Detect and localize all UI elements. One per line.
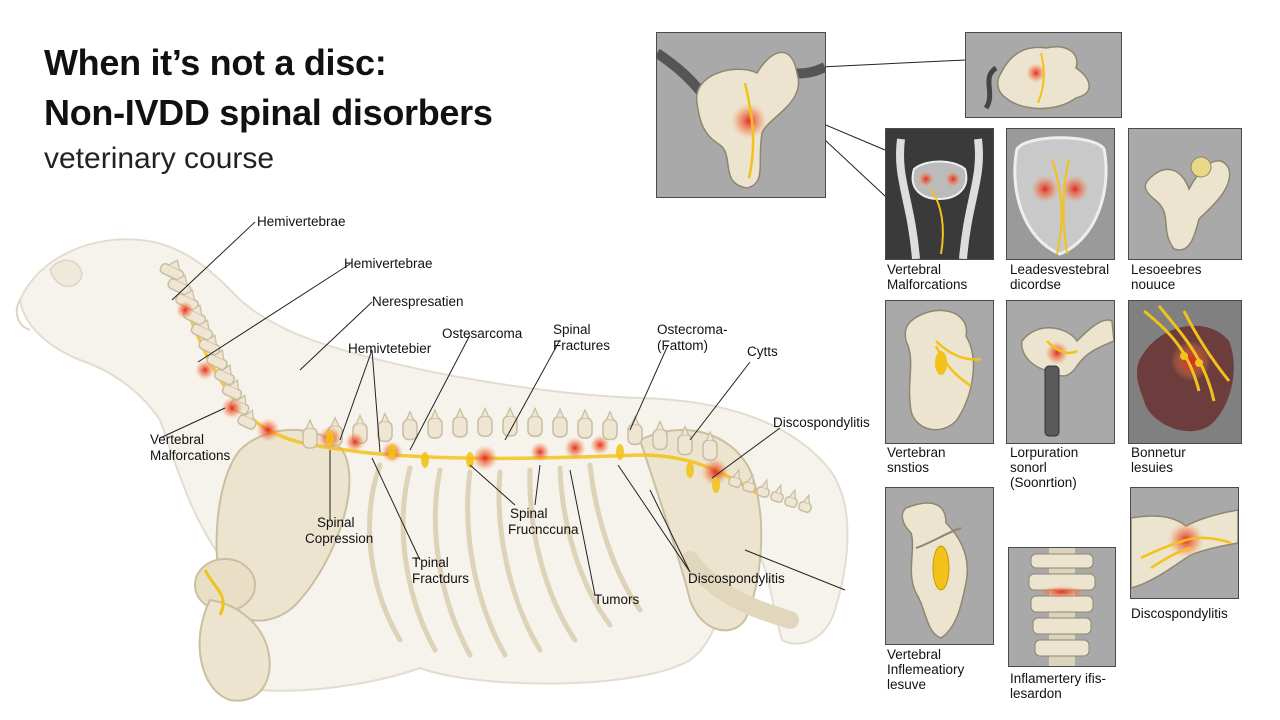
lesion-markers <box>176 301 729 493</box>
page-title: When it’s not a disc: Non-IVDD spinal di… <box>44 38 493 138</box>
nerve-root <box>466 452 474 468</box>
vertebra <box>742 473 756 493</box>
dog-ear <box>49 259 83 288</box>
nerve-root <box>326 430 334 446</box>
label-tumors: Tumors <box>594 592 640 607</box>
caption-panel-8: Inflamertery ifis-lesardon <box>1010 671 1107 701</box>
inset-lumbar-section <box>1006 300 1115 444</box>
vertebra <box>728 468 742 488</box>
rib-cage <box>367 462 643 658</box>
vertebra <box>756 478 770 498</box>
lesion-glow <box>195 360 215 380</box>
lesion-glow <box>701 458 729 486</box>
label-osteoma: Ostecroma-(Fattom) <box>657 322 728 353</box>
inset-xray-disorder <box>1006 128 1115 260</box>
inset-vertebra-stenosis <box>885 300 994 444</box>
vertebra <box>206 349 228 371</box>
vertebra <box>784 488 798 508</box>
label-hemivertebrae-2: Hemivertebrae <box>344 256 433 271</box>
label-cysts: Cytts <box>747 344 778 359</box>
vertebra <box>552 407 568 438</box>
inset-vertebra-lesion-small <box>965 32 1122 118</box>
vertebra <box>577 408 593 439</box>
label-discospondylitis-2: Discospondylitis <box>688 571 785 586</box>
nerve-root <box>388 444 396 460</box>
vertebra <box>402 410 418 441</box>
vertebra <box>602 410 618 441</box>
lesion-glow <box>530 442 550 462</box>
label-hemivertebrae-1: Hemivertebrae <box>257 214 346 229</box>
nerve-root <box>421 452 429 468</box>
lesion-glow <box>176 301 194 319</box>
vertebra <box>427 408 443 439</box>
lesion-glow <box>256 418 280 442</box>
lesion-glow <box>472 445 498 471</box>
femur-bone <box>198 598 271 702</box>
lesion-glow <box>590 435 610 455</box>
title-line-1: When it’s not a disc: <box>44 42 387 83</box>
lesion-glow <box>345 432 365 452</box>
leader-lines <box>159 59 966 596</box>
lesion-glow <box>564 437 586 459</box>
label-hemivertebier: Hemivtetebier <box>348 341 432 356</box>
inset-vertebra-lesion-large <box>656 32 826 198</box>
vertebra <box>502 406 518 437</box>
label-discospondylitis-1: Discospondylitis <box>773 415 870 430</box>
title-line-2: Non-IVDD spinal disorbers <box>44 92 493 133</box>
inset-nerve-lesions <box>1128 300 1242 444</box>
inset-discospondylitis <box>1130 487 1239 599</box>
vertebra <box>452 407 468 438</box>
dog-snout <box>15 299 31 331</box>
vertebra <box>302 418 318 449</box>
vertebra <box>770 483 784 503</box>
inset-bone-lesion <box>1128 128 1242 260</box>
vertebra <box>652 419 668 451</box>
page-subtitle: veterinary course <box>44 142 275 175</box>
hip-nerve <box>203 569 225 616</box>
nerve-root <box>616 444 624 460</box>
inset-inflammatory-lesion <box>885 487 994 645</box>
vertebra <box>527 406 543 437</box>
vertebra <box>221 379 243 401</box>
label-nerespresatien: Nerespresatien <box>372 294 464 309</box>
nerve-root <box>686 462 694 478</box>
humerus-bone <box>681 551 799 629</box>
lesion-glow <box>221 397 243 419</box>
inset-inflammatory-spine <box>1008 547 1116 667</box>
vertebra <box>677 425 693 456</box>
inset-ct-malformation <box>885 128 994 260</box>
vertebra <box>477 406 493 437</box>
vertebra <box>798 493 812 513</box>
label-osteosarcoma: Ostesarcoma <box>442 326 523 341</box>
caption-panel-9: Discospondylitis <box>1131 606 1228 621</box>
nerve-root <box>712 477 720 493</box>
vertebra <box>237 409 257 430</box>
vertebra <box>213 364 236 386</box>
